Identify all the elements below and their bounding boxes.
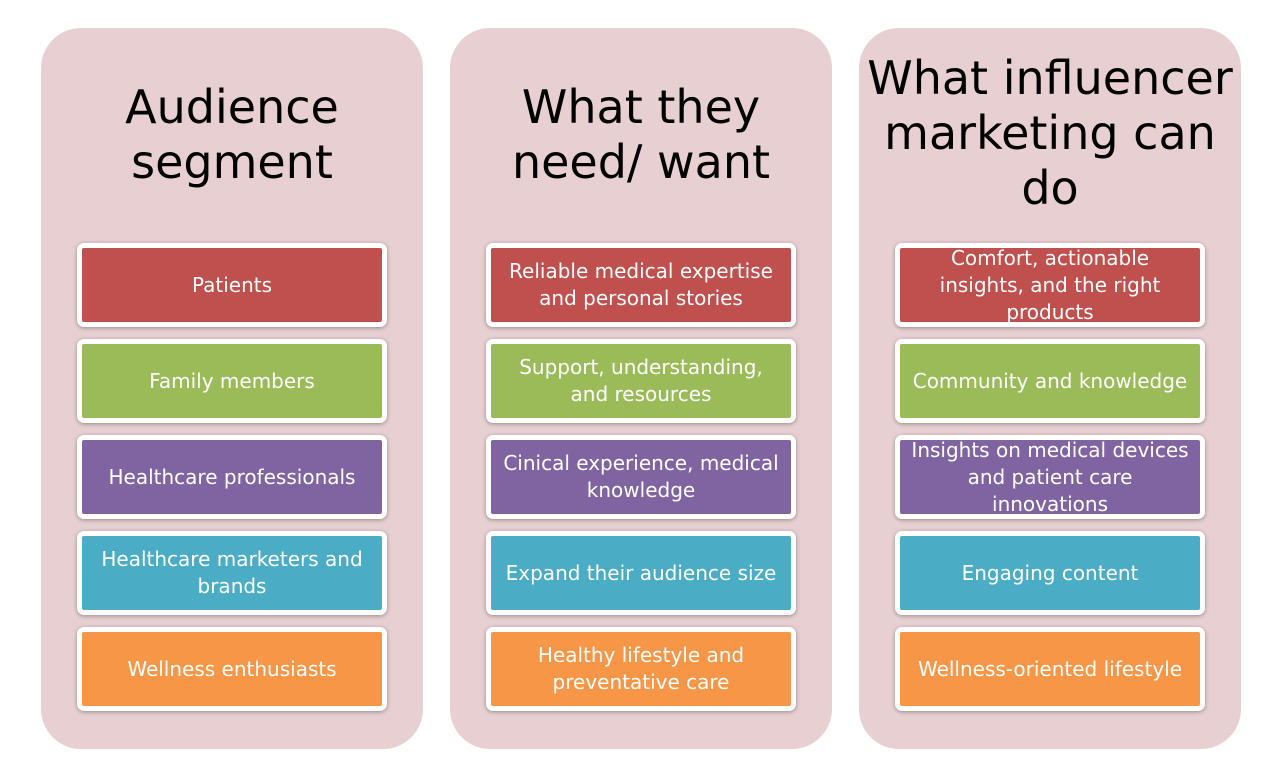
column-needs-wants: What they need/ want Reliable medical ex… [450, 28, 832, 749]
item-box: Wellness-oriented lifestyle [895, 627, 1205, 711]
item-label: Healthcare marketers and brands [101, 547, 363, 598]
item-label: Wellness enthusiasts [127, 656, 337, 681]
column-title: What influencer marketing can do [867, 51, 1233, 215]
item-label: Healthcare professionals [108, 464, 356, 489]
item-label: Wellness-oriented lifestyle [917, 656, 1183, 681]
column-title: What they need/ want [511, 80, 771, 189]
item-box: Healthcare marketers and brands [77, 531, 387, 615]
item-label: Reliable medical expertise and personal … [509, 259, 773, 310]
item-label: Healthy lifestyle and preventative care [537, 643, 745, 694]
item-box: Insights on medical devices and patient … [895, 435, 1205, 519]
item-box: Family members [77, 339, 387, 423]
item-label: Comfort, actionable insights, and the ri… [939, 245, 1161, 324]
item-box: Healthy lifestyle and preventative care [486, 627, 796, 711]
item-label: Community and knowledge [912, 368, 1188, 393]
item-box: Healthcare professionals [77, 435, 387, 519]
item-box: Engaging content [895, 531, 1205, 615]
item-box: Reliable medical expertise and personal … [486, 243, 796, 327]
column-title: Audience segment [125, 80, 339, 189]
item-box: Patients [77, 243, 387, 327]
item-box: Support, understanding, and resources [486, 339, 796, 423]
item-box: Comfort, actionable insights, and the ri… [895, 243, 1205, 327]
item-box: Cinical experience, medical knowledge [486, 435, 796, 519]
item-label: Cinical experience, medical knowledge [503, 451, 779, 502]
item-box: Wellness enthusiasts [77, 627, 387, 711]
item-box: Expand their audience size [486, 531, 796, 615]
item-label: Expand their audience size [505, 560, 777, 585]
item-label: Patients [191, 272, 273, 297]
item-label: Support, understanding, and resources [519, 355, 763, 406]
item-label: Insights on medical devices and patient … [911, 437, 1189, 516]
column-audience-segment: Audience segment Patients Family members… [41, 28, 423, 749]
column-influencer-marketing: What influencer marketing can do Comfort… [859, 28, 1241, 749]
item-label: Engaging content [961, 560, 1139, 585]
item-box: Community and knowledge [895, 339, 1205, 423]
item-label: Family members [149, 368, 315, 393]
